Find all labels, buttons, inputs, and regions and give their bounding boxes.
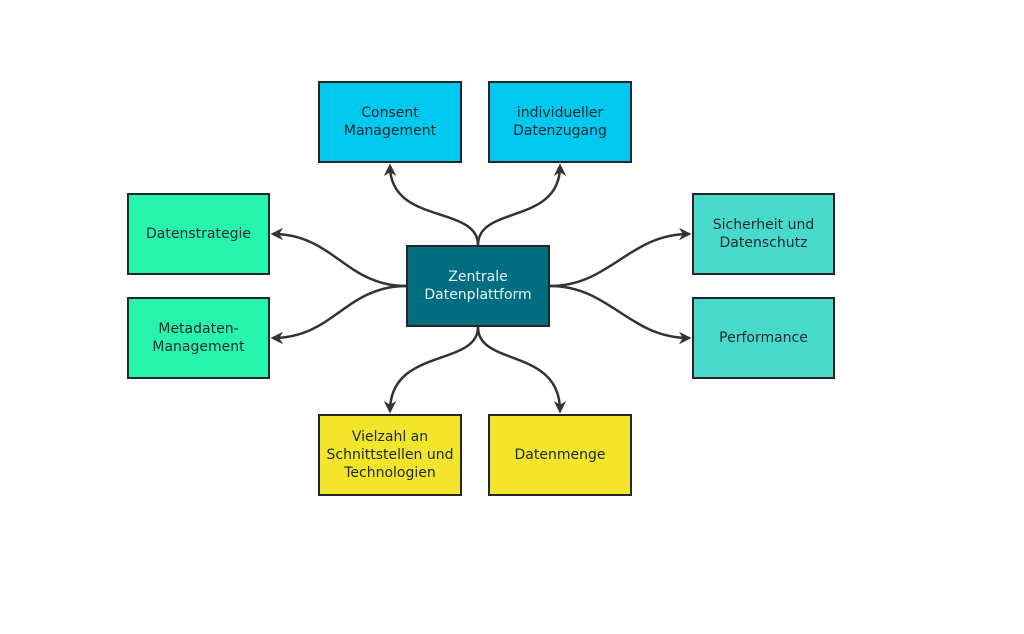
node-label: Metadaten- Management xyxy=(152,321,245,355)
node-label: Datenstrategie xyxy=(146,226,251,242)
connector-arrow-schnittstellen xyxy=(383,326,480,414)
connector-arrow-datenzugang xyxy=(476,163,567,246)
node-label: Vielzahl an Schnittstellen und Technolog… xyxy=(326,429,454,481)
node-vielzahl-an-schnittstellen[interactable]: Vielzahl an Schnittstellen und Technolog… xyxy=(318,414,462,496)
connector-arrow-metadaten xyxy=(270,284,407,345)
node-label: Sicherheit und Datenschutz xyxy=(712,217,815,251)
node-sicherheit-und-datenschutz[interactable]: Sicherheit und Datenschutz xyxy=(692,193,835,275)
connector-arrow-datenstrategie xyxy=(270,227,407,288)
node-label: individueller Datenzugang xyxy=(513,105,607,139)
node-datenstrategie[interactable]: Datenstrategie xyxy=(127,193,270,275)
node-consent-management[interactable]: Consent Management xyxy=(318,81,462,163)
connector-arrow-datenmenge xyxy=(476,326,567,414)
central-node-label: Zentrale Datenplattform xyxy=(424,269,532,303)
node-performance[interactable]: Performance xyxy=(692,297,835,379)
central-node-zentrale-datenplattform[interactable]: Zentrale Datenplattform xyxy=(406,245,550,327)
connector-arrow-performance xyxy=(549,284,692,345)
node-datenmenge[interactable]: Datenmenge xyxy=(488,414,632,496)
connector-arrow-consent xyxy=(383,163,480,246)
node-label: Consent Management xyxy=(343,105,437,139)
node-individueller-datenzugang[interactable]: individueller Datenzugang xyxy=(488,81,632,163)
node-label: Performance xyxy=(719,330,808,346)
node-metadaten-management[interactable]: Metadaten- Management xyxy=(127,297,270,379)
connector-arrow-sicherheit xyxy=(549,227,692,288)
node-label: Datenmenge xyxy=(514,447,606,463)
